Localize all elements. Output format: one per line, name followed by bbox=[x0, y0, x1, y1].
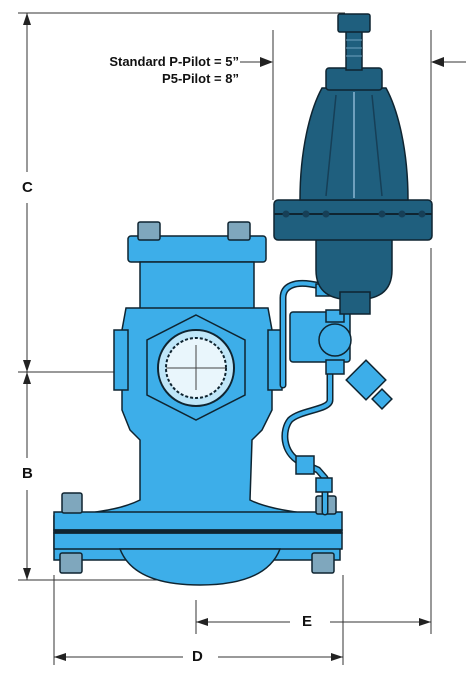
d-dimension-label: D bbox=[192, 648, 203, 665]
pilot-diaphragm-flange bbox=[273, 199, 433, 241]
sense-line bbox=[281, 281, 324, 387]
pilot-lower-body bbox=[315, 237, 393, 301]
pilot-bolt-1 bbox=[282, 210, 290, 218]
pilot-housing-rib-left bbox=[325, 94, 337, 197]
restrictor-fitting-bottom bbox=[325, 359, 345, 375]
main-valve-body bbox=[53, 235, 343, 586]
pilot-arrow-right bbox=[431, 57, 444, 67]
dimension-arrows bbox=[23, 13, 444, 661]
bottom-cap bbox=[118, 548, 282, 586]
pilot-outlet bbox=[339, 291, 371, 315]
bonnet-bolts bbox=[137, 221, 251, 241]
pilot-bolt-5 bbox=[398, 210, 406, 218]
b-arrow-top bbox=[23, 372, 31, 384]
b-dimension-label: B bbox=[22, 465, 33, 482]
left-boss bbox=[113, 329, 129, 391]
pilot-bonnet-cap bbox=[325, 67, 383, 91]
e-arrow-right bbox=[419, 618, 431, 626]
supply-fitting-bottom bbox=[315, 477, 333, 493]
needle-valve-cap bbox=[371, 388, 393, 410]
b-arrow-bottom bbox=[23, 568, 31, 580]
dimension-lines bbox=[18, 12, 466, 665]
flange-bolts bbox=[59, 492, 337, 574]
pilot-flange-bolts bbox=[282, 210, 426, 218]
e-dimension-label: E bbox=[302, 613, 313, 630]
e-arrow-left bbox=[196, 618, 208, 626]
pilot-adjusting-screw bbox=[345, 29, 363, 71]
flange-gasket bbox=[53, 529, 343, 534]
bottom-flange-lower bbox=[53, 532, 343, 550]
port-opening bbox=[157, 329, 235, 407]
bottom-flange-upper bbox=[53, 511, 343, 531]
needle-valve bbox=[345, 359, 387, 401]
pilot-assembly bbox=[273, 13, 433, 315]
bonnet-bolt-left bbox=[137, 221, 161, 241]
pilot-lock-nut bbox=[337, 13, 371, 33]
c-dimension-label: C bbox=[22, 179, 33, 196]
restrictor-bowl bbox=[318, 323, 352, 357]
restrictor-assembly bbox=[289, 283, 393, 493]
flange-bolt-top-left bbox=[61, 492, 83, 514]
pilot-bolt-6 bbox=[418, 210, 426, 218]
p5-pilot-note: P5-Pilot = 8” bbox=[162, 71, 239, 86]
c-arrow-top bbox=[23, 13, 31, 25]
c-arrow-bottom bbox=[23, 360, 31, 372]
pilot-bolt-4 bbox=[378, 210, 386, 218]
d-arrow-left bbox=[54, 653, 66, 661]
pilot-bolt-3 bbox=[322, 210, 330, 218]
standard-pilot-note: Standard P-Pilot = 5” bbox=[109, 54, 239, 69]
pilot-bolt-2 bbox=[302, 210, 310, 218]
bonnet-neck bbox=[139, 261, 255, 311]
d-arrow-right bbox=[331, 653, 343, 661]
pilot-arrow-left bbox=[260, 57, 273, 67]
flange-bolt-bottom-right bbox=[311, 552, 335, 574]
bonnet-bolt-right bbox=[227, 221, 251, 241]
flange-bolt-bottom-left bbox=[59, 552, 83, 574]
supply-fitting-elbow bbox=[295, 455, 315, 475]
pilot-housing-rib-right bbox=[371, 94, 383, 197]
